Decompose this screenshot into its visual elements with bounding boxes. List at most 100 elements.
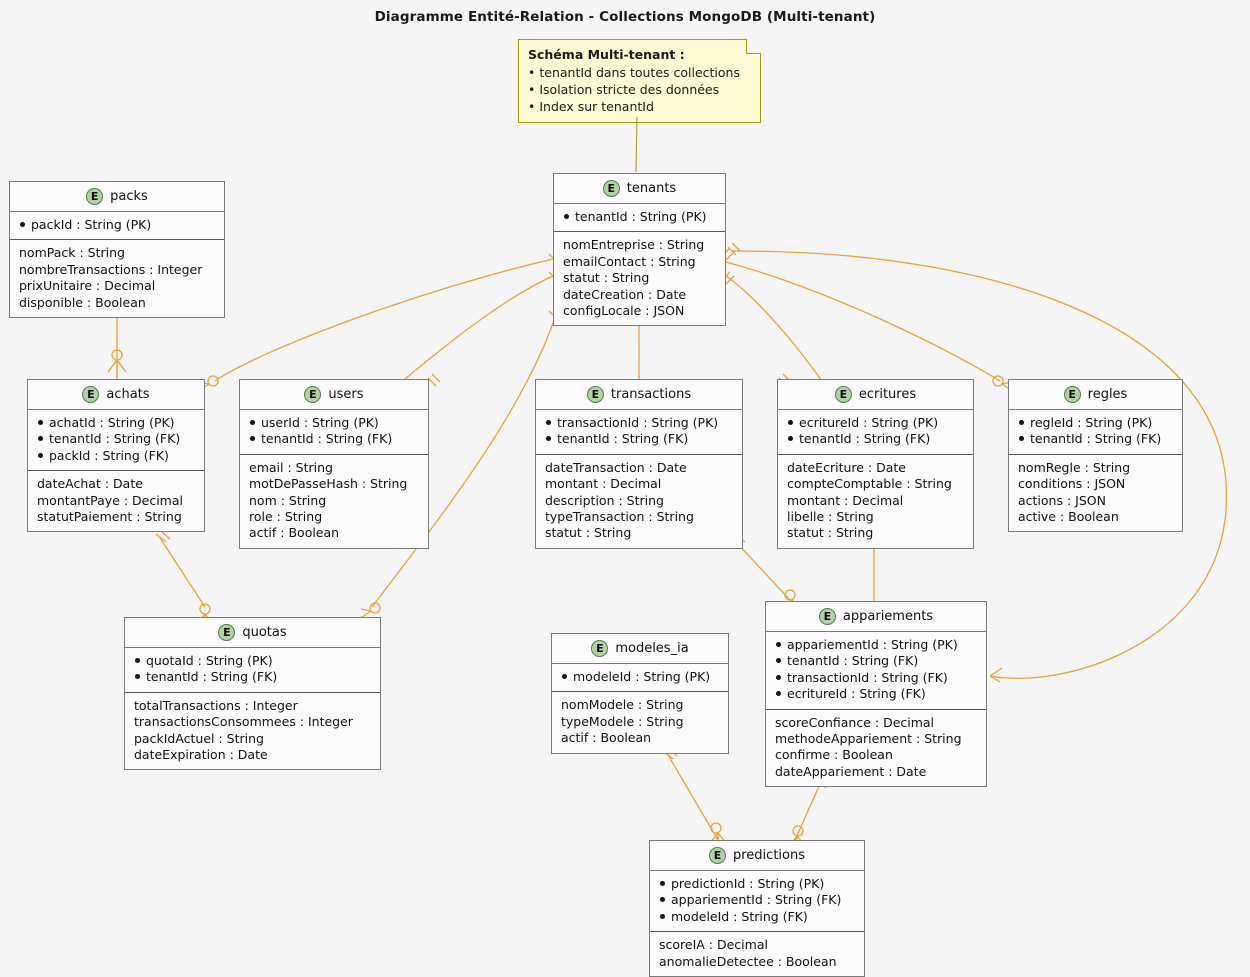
field-attr: statut : String — [545, 525, 632, 541]
entity-ecritures[interactable]: E ecritures ecritureId : String (PK) ten… — [777, 379, 974, 549]
entity-icon: E — [602, 180, 620, 197]
entity-appariements-name: appariements — [842, 609, 934, 624]
field-key: achatId : String (PK) — [37, 415, 195, 431]
field-key: modeleId : String (FK) — [659, 909, 855, 925]
field-attr: prixUnitaire : Decimal — [19, 278, 156, 294]
entity-regles[interactable]: E regles regleId : String (PK) tenantId … — [1008, 379, 1183, 533]
field-attr: typeModele : String — [561, 713, 684, 729]
page-title: Diagramme Entité-Relation - Collections … — [374, 9, 876, 25]
entity-tenants-header: E tenants — [554, 174, 725, 204]
field-attr: transactionsConsommees : Integer — [134, 714, 353, 730]
entity-packs-attrs: nomPack : String nombreTransactions : In… — [10, 240, 224, 317]
entity-modeles-ia-header: E modeles_ia — [552, 634, 728, 664]
entity-appariements-header: E appariements — [766, 602, 986, 632]
field-label: tenantId : String (FK) — [261, 431, 393, 447]
field-label: ecritureId : String (FK) — [787, 686, 926, 702]
entity-users[interactable]: E users userId : String (PK) tenantId : … — [239, 379, 429, 549]
field-attr: libelle : String — [787, 509, 874, 525]
field-attr: emailContact : String — [563, 253, 696, 269]
field-label: modeleId : String (PK) — [573, 669, 711, 684]
entity-tenants[interactable]: E tenants tenantId : String (PK) nomEntr… — [553, 173, 726, 327]
entity-achats[interactable]: E achats achatId : String (PK) tenantId … — [27, 379, 205, 533]
entity-transactions[interactable]: E transactions transactionId : String (P… — [535, 379, 743, 549]
field-attr: configLocale : JSON — [563, 303, 685, 319]
field-attr: dateEcriture : Date — [787, 459, 906, 475]
field-key: packId : String (FK) — [37, 448, 195, 464]
field-label: packId : String (PK) — [31, 217, 152, 232]
entity-users-attrs: email : String motDePasseHash : String n… — [240, 455, 428, 548]
field-label: modeleId : String (FK) — [671, 908, 808, 924]
field-key: transactionId : String (PK) — [545, 415, 733, 431]
entity-achats-keys: achatId : String (PK) tenantId : String … — [28, 410, 204, 472]
field-attr: nomRegle : String — [1018, 459, 1131, 475]
entity-icon: E — [586, 386, 604, 403]
field-label: transactionId : String (FK) — [787, 669, 948, 685]
field-label: tenantId : String (FK) — [799, 431, 931, 447]
field-label: tenantId : String (FK) — [49, 431, 181, 447]
note-line-1: • tenantId dans toutes collections — [528, 65, 740, 80]
field-attr: scoreConfiance : Decimal — [775, 714, 935, 730]
entity-icon: E — [818, 608, 836, 625]
entity-achats-attrs: dateAchat : Date montantPaye : Decimal s… — [28, 471, 204, 531]
field-label: transactionId : String (PK) — [557, 415, 719, 430]
field-key: tenantId : String (FK) — [787, 431, 964, 447]
field-attr: email : String — [249, 459, 333, 475]
entity-tenants-name: tenants — [626, 181, 677, 196]
field-attr: scoreIA : Decimal — [659, 937, 768, 953]
field-label: packId : String (FK) — [49, 447, 169, 463]
field-label: tenantId : String (PK) — [575, 209, 707, 224]
entity-transactions-name: transactions — [610, 387, 692, 402]
entity-packs-keys: packId : String (PK) — [10, 212, 224, 241]
field-key: ecritureId : String (FK) — [775, 686, 977, 702]
entity-modeles-ia-name: modeles_ia — [615, 641, 689, 656]
field-key: packId : String (PK) — [19, 217, 215, 233]
entity-icon: E — [86, 188, 104, 205]
entity-icon: E — [82, 386, 100, 403]
entity-appariements[interactable]: E appariements appariementId : String (P… — [765, 601, 987, 788]
entity-regles-header: E regles — [1009, 380, 1182, 410]
field-key: quotaId : String (PK) — [134, 653, 371, 669]
entity-quotas[interactable]: E quotas quotaId : String (PK) tenantId … — [124, 617, 381, 771]
entity-packs[interactable]: E packs packId : String (PK) nomPack : S… — [9, 181, 225, 319]
field-attr: nom : String — [249, 492, 327, 508]
field-attr: actif : Boolean — [249, 525, 340, 541]
field-key: tenantId : String (FK) — [545, 431, 733, 447]
entity-modeles-ia[interactable]: E modeles_ia modeleId : String (PK) nomM… — [551, 633, 729, 754]
field-attr: confirme : Boolean — [775, 747, 893, 763]
entity-tenants-attrs: nomEntreprise : String emailContact : St… — [554, 232, 725, 325]
entity-icon: E — [591, 640, 609, 657]
entity-transactions-keys: transactionId : String (PK) tenantId : S… — [536, 410, 742, 455]
entity-quotas-header: E quotas — [125, 618, 380, 648]
entity-predictions-header: E predictions — [650, 841, 864, 871]
field-attr: packIdActuel : String — [134, 730, 264, 746]
field-label: tenantId : String (FK) — [787, 653, 919, 669]
entity-quotas-attrs: totalTransactions : Integer transactions… — [125, 693, 380, 770]
entity-predictions-name: predictions — [733, 848, 805, 863]
entity-icon: E — [304, 386, 322, 403]
field-key: tenantId : String (PK) — [563, 209, 716, 225]
entity-packs-name: packs — [110, 189, 148, 204]
entity-achats-header: E achats — [28, 380, 204, 410]
field-attr: nombreTransactions : Integer — [19, 261, 203, 277]
entity-users-header: E users — [240, 380, 428, 410]
field-label: tenantId : String (FK) — [557, 431, 689, 447]
entity-ecritures-keys: ecritureId : String (PK) tenantId : Stri… — [778, 410, 973, 455]
entity-predictions-keys: predictionId : String (PK) appariementId… — [650, 871, 864, 933]
field-key: tenantId : String (FK) — [249, 431, 419, 447]
entity-appariements-keys: appariementId : String (PK) tenantId : S… — [766, 632, 986, 710]
field-attr: disponible : Boolean — [19, 294, 146, 310]
field-key: ecritureId : String (PK) — [787, 415, 964, 431]
field-label: tenantId : String (FK) — [1030, 431, 1162, 447]
field-attr: actions : JSON — [1018, 492, 1106, 508]
entity-predictions[interactable]: E predictions predictionId : String (PK)… — [649, 840, 865, 977]
entity-quotas-keys: quotaId : String (PK) tenantId : String … — [125, 648, 380, 693]
note-line-2: • Isolation stricte des données — [528, 82, 720, 97]
note-schema-multi-tenant: Schéma Multi-tenant : • tenantId dans to… — [518, 39, 761, 123]
field-attr: compteComptable : String — [787, 476, 952, 492]
note-line-3: • Index sur tenantId — [528, 99, 654, 114]
entity-ecritures-name: ecritures — [858, 387, 917, 402]
field-attr: montant : Decimal — [787, 492, 904, 508]
field-attr: nomEntreprise : String — [563, 237, 705, 253]
field-label: appariementId : String (PK) — [787, 637, 958, 652]
